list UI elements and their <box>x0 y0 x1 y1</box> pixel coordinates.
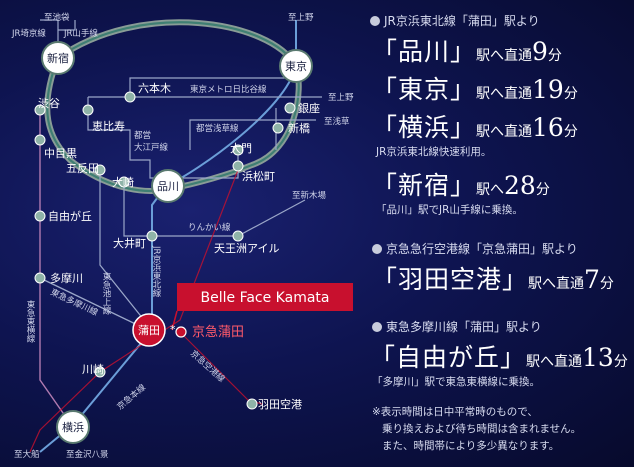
dir-ueno-top: 至上野 <box>288 13 314 23</box>
dir-shinkiba: 至新木場 <box>292 190 327 201</box>
label-oimachi: 大井町 <box>113 236 146 250</box>
station-marker-roppongi <box>124 91 136 103</box>
footnote: ※表示時間は日中平常時のもので、 乗り換えおよび待ち時間は含まれません。 また、… <box>372 404 581 455</box>
label-nakameguro: 中目黒 <box>44 147 77 160</box>
bullet-icon <box>372 244 382 254</box>
label-tennozu: 天王洲アイル <box>214 242 279 255</box>
dir-ofuna: 至大船 <box>14 449 40 460</box>
station-marker-haneda <box>246 398 258 410</box>
label-tamagawa: 多摩川 <box>50 271 83 285</box>
station-marker-gotanda <box>94 164 106 176</box>
jiyugaoka-note: 「多摩川」駅で東急東横線に乗換。 <box>372 376 540 388</box>
footnote-line-1: ※表示時間は日中平常時のもので、 <box>372 406 538 418</box>
oedo-line <box>87 97 239 179</box>
bullet-icon <box>370 16 380 26</box>
route-shinjuku: 「新宿」駅へ28分 <box>372 171 550 200</box>
label-daimon: 大門 <box>230 141 252 155</box>
asakusa-line <box>189 119 316 150</box>
station-marker-ginza <box>284 102 296 114</box>
rinkai-line <box>123 182 306 237</box>
station-marker-tokyo <box>279 49 313 83</box>
line-label-saikyo: JR埼京線 <box>11 28 46 39</box>
ikegami-line <box>99 170 153 331</box>
line-label-rinkai: りんかい線 <box>188 222 231 233</box>
keikyu-section-header: 京急急行空港線「京急蒲田」駅より <box>372 240 578 257</box>
dir-ueno-right: 至上野 <box>328 93 354 103</box>
route-tokyo: 「東京」駅へ直通19分 <box>372 75 578 104</box>
svg-text:*: * <box>170 323 176 336</box>
footnote-line-2: 乗り換えおよび待ち時間は含まれません。 <box>382 423 582 435</box>
label-kawasaki: 川崎 <box>82 362 104 376</box>
footnote-line-3: また、時間帯により多少異なります。 <box>382 440 560 452</box>
property-sign-box <box>177 283 353 311</box>
label-yokohama: 横浜 <box>62 420 84 434</box>
route-yokohama: 「横浜」駅へ直通16分 <box>372 113 578 142</box>
dir-asakusa: 至浅草 <box>324 116 350 127</box>
station-marker-keikyu-kamata <box>175 326 187 338</box>
station-marker-ebisu <box>82 104 94 116</box>
label-roppongi: 六本木 <box>138 81 171 95</box>
station-marker-shibuya <box>34 104 46 116</box>
label-tokyo: 東京 <box>285 59 307 73</box>
line-label-ikegami: 東急池上線 <box>101 271 111 314</box>
label-shinbashi: 新橋 <box>288 121 310 135</box>
label-osaki: 大崎 <box>112 175 134 189</box>
tokyu-section-header: 東急多摩川線「蒲田」駅より <box>372 318 542 335</box>
station-marker-osaki <box>118 176 130 188</box>
sign-label: Belle Face Kamata <box>201 290 330 306</box>
dir-kanazawa: 至金沢八景 <box>66 449 109 460</box>
label-shinjuku: 新宿 <box>47 51 69 65</box>
route-jiyugaoka: 「自由が丘」駅へ直通13分 <box>370 343 628 372</box>
bullet-icon <box>372 322 382 332</box>
toyoko-line <box>39 110 71 424</box>
label-jiyugaoka: 自由が丘 <box>48 209 92 223</box>
station-marker-shinjuku <box>41 41 75 75</box>
route-shinagawa: 「品川」駅へ直通9分 <box>372 37 562 66</box>
jr-section-header: JR京浜東北線「蒲田」駅より <box>370 12 540 29</box>
station-marker-oimachi <box>146 230 158 242</box>
station-marker-jiyugaoka <box>34 210 46 222</box>
label-ginza: 銀座 <box>298 101 320 115</box>
label-hamamatsucho: 浜松町 <box>242 169 275 183</box>
label-haneda: 羽田空港 <box>258 397 302 411</box>
station-marker-shinbashi <box>272 122 284 134</box>
line-label-toyoko: 東急東横線 <box>25 299 35 342</box>
station-marker-tamagawa <box>34 272 46 284</box>
route-haneda: 「羽田空港」駅へ直通7分 <box>372 265 614 294</box>
label-ebisu: 恵比寿 <box>92 119 125 133</box>
label-kamata: 蒲田 <box>138 323 160 337</box>
shinjuku-note: 「品川」駅でJR山手線に乗換。 <box>376 204 523 216</box>
line-label-asakusa: 都営浅草線 <box>196 123 239 134</box>
station-marker-kamata <box>132 313 166 347</box>
station-marker-nakameguro <box>34 134 46 146</box>
label-shibuya: 渋谷 <box>38 97 60 110</box>
line-label-oedo-1: 都営 <box>134 130 151 141</box>
station-marker-kawasaki <box>94 366 106 378</box>
rapid-note: JR京浜東北線快速利用。 <box>376 146 492 158</box>
line-label-oedo-2: 大江戸線 <box>134 142 169 153</box>
line-label-hibiya: 東京メトロ日比谷線 <box>190 84 267 95</box>
label-gotanda: 五反田 <box>66 162 99 175</box>
station-marker-hamamatsucho <box>232 160 244 172</box>
station-marker-tennozu <box>232 230 244 242</box>
station-marker-shinagawa <box>151 169 185 203</box>
label-shinagawa: 品川 <box>157 180 179 193</box>
dir-ikebukuro: 至池袋 <box>44 12 70 23</box>
line-label-keihin-tohoku: JR京浜東北線 <box>151 245 161 297</box>
station-marker-yokohama <box>56 410 90 444</box>
line-label-yamanote: JR山手線 <box>63 28 98 39</box>
station-marker-daimon <box>232 144 244 156</box>
tamagawa-line <box>39 277 149 331</box>
label-keikyu-kamata: 京急蒲田 <box>192 325 244 340</box>
